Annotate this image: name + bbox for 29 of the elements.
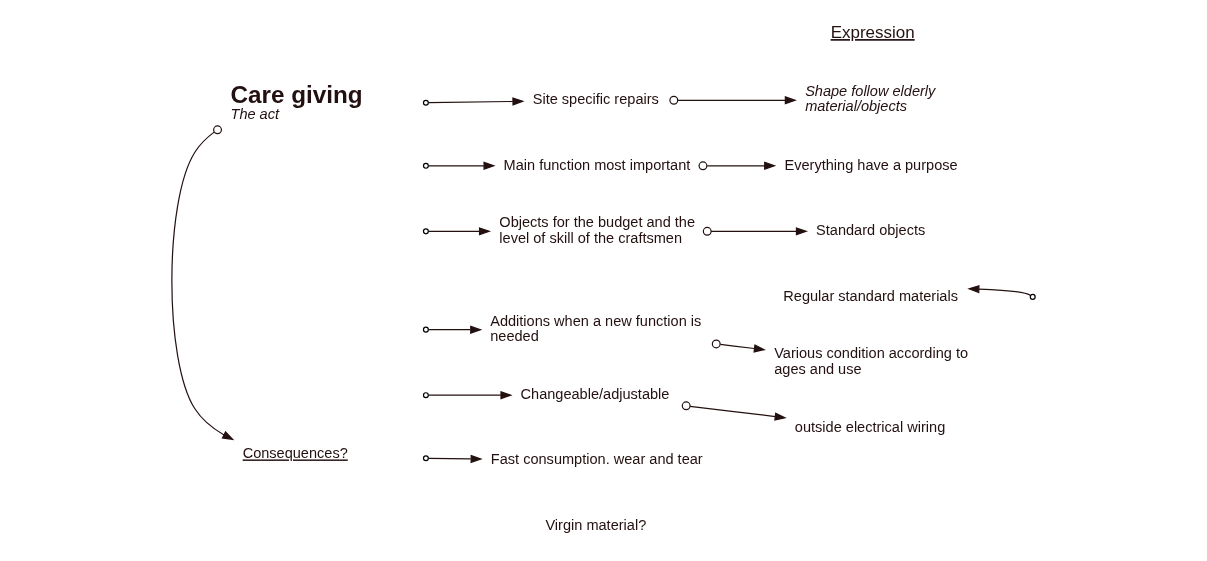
node-text: Everything have a purpose (784, 156, 958, 173)
node-text: Regular standard materials (783, 287, 958, 304)
node-text: Main function most important (503, 156, 691, 173)
node-text: Care giving The act (230, 80, 363, 123)
arrow (428, 325, 483, 334)
label: Expression (830, 23, 915, 43)
arrow (698, 161, 777, 171)
node-text: Changeable/adjustable (520, 385, 670, 402)
arrow (669, 95, 797, 105)
node-text: Objects for the budget and the level of skill of the craftsmen (499, 214, 696, 246)
arrow (711, 339, 766, 353)
arrow (428, 161, 496, 171)
arrow (702, 226, 808, 236)
arrow (171, 125, 235, 441)
node-text: Standard objects (816, 222, 926, 239)
arrow (967, 284, 1031, 296)
arrow (428, 454, 483, 464)
node-text: Virgin material? (545, 517, 647, 534)
node-text: Fast consumption. wear and tear (490, 451, 703, 468)
node-text: Various condition according to ages and use (774, 345, 969, 378)
node-text: outside electrical wiring (794, 418, 946, 435)
node-text: Site specific repairs (532, 91, 659, 108)
arrow (681, 401, 787, 421)
arrow (428, 97, 525, 106)
arrow (428, 390, 513, 400)
node-text: Consequences? (242, 445, 348, 462)
node-text: Additions when a new function is needed (490, 312, 702, 345)
arrow (428, 227, 492, 236)
node-text: Shape follow elderly material/objects (805, 83, 936, 114)
